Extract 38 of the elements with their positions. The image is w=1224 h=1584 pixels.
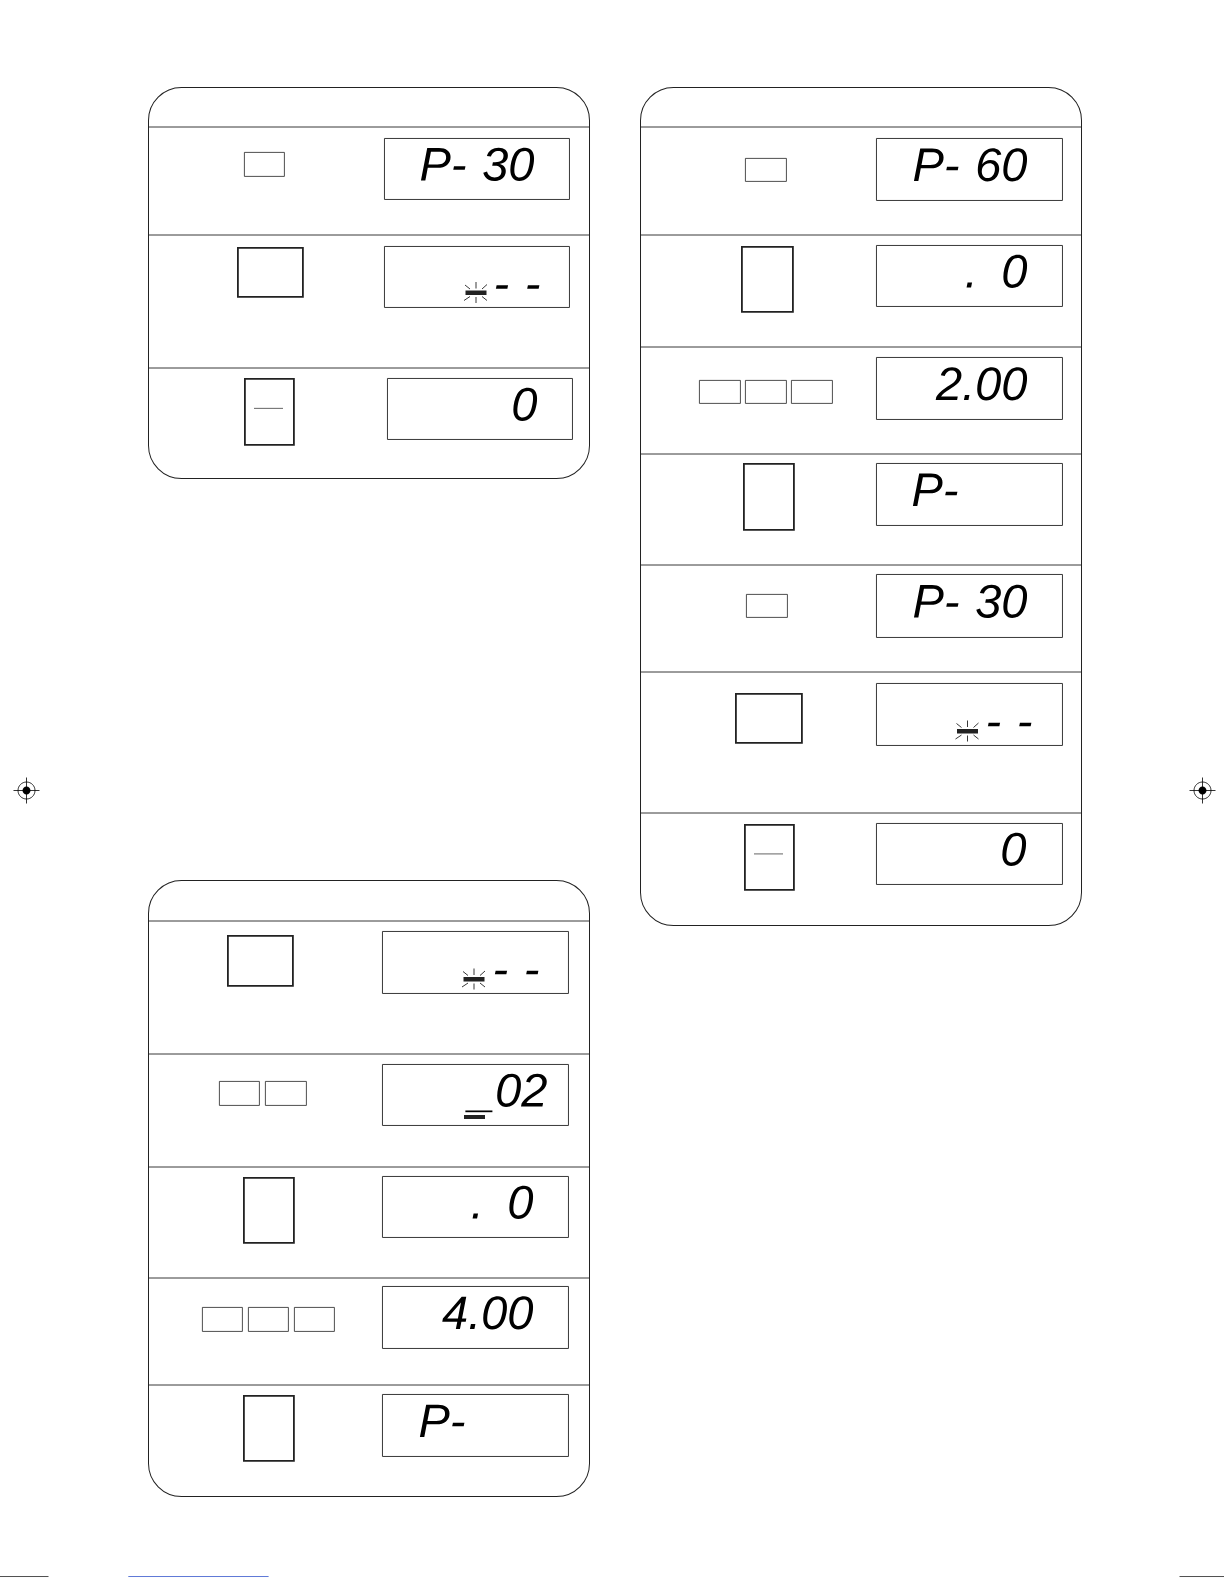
button (243, 1395, 295, 1462)
lcd-display: P- 60 (876, 138, 1063, 201)
rounded-panel (148, 87, 590, 479)
button (227, 935, 294, 987)
button (745, 380, 787, 404)
button (237, 247, 304, 298)
lcd-display: 4.00 (382, 1286, 569, 1349)
button (746, 594, 788, 618)
button (244, 152, 285, 177)
button (294, 1307, 335, 1332)
button (743, 463, 795, 531)
lcd-display: - - (384, 246, 570, 308)
lcd-display: 0 (387, 378, 573, 440)
lcd-display: P- 30 (384, 138, 570, 200)
button (735, 693, 803, 744)
lcd-display: P- 30 (876, 574, 1063, 638)
lcd-display: . 0 (876, 245, 1063, 307)
lcd-display: . 0 (382, 1176, 569, 1238)
lcd-display: P- (876, 463, 1063, 526)
button (741, 246, 794, 313)
lcd-display: - - (382, 931, 569, 994)
button (243, 1177, 295, 1244)
rounded-panel (640, 87, 1082, 926)
lcd-display: 2.00 (876, 357, 1063, 420)
button (244, 378, 295, 446)
button (265, 1081, 307, 1106)
button (248, 1307, 289, 1332)
button (791, 380, 833, 404)
button (745, 158, 787, 182)
lcd-display: _02 (382, 1064, 569, 1126)
lcd-display: P- (382, 1394, 569, 1457)
lcd-display: - - (876, 683, 1063, 746)
button (202, 1307, 243, 1332)
button (744, 824, 795, 891)
lcd-display: 0 (876, 823, 1063, 885)
rounded-panel (148, 880, 590, 1497)
button (219, 1081, 260, 1106)
button (699, 380, 741, 404)
